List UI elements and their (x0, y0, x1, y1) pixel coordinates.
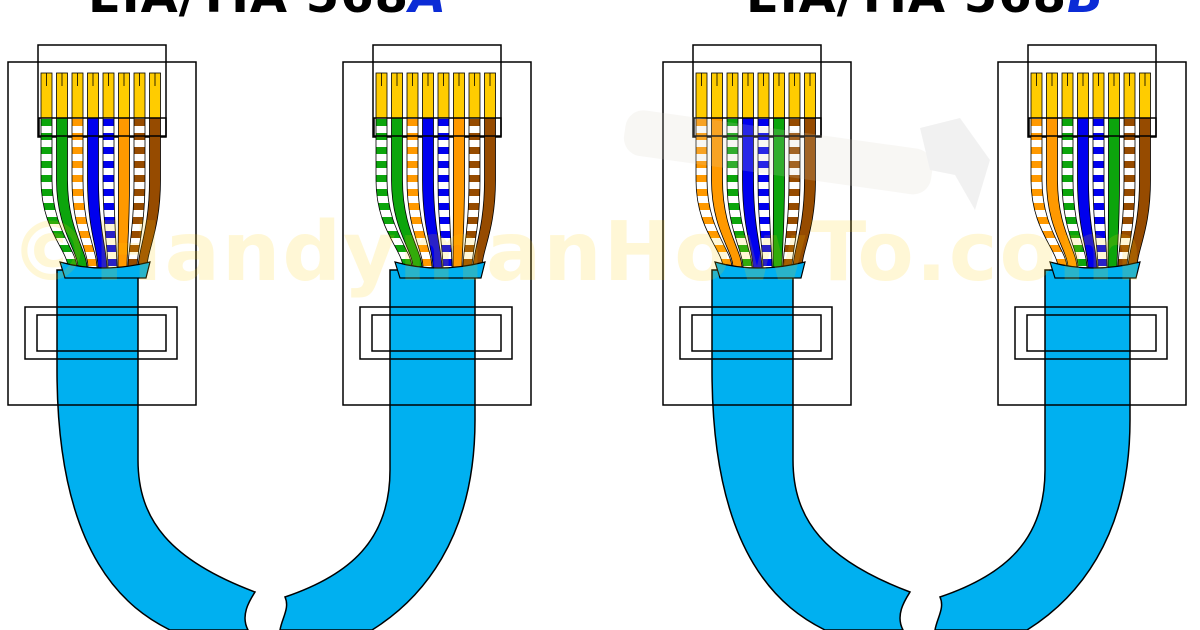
cable-right-a (279, 269, 476, 630)
title-t568a-prefix: EIA/TIA 568 (88, 0, 409, 24)
wire-6-orange (117, 117, 130, 269)
cable-left-b (711, 269, 912, 630)
plug-contact-housing (692, 44, 822, 138)
plug-body (7, 61, 197, 406)
crimp-bar (693, 117, 822, 137)
plug-contact-housing (1027, 44, 1157, 138)
plug-latch-inner (691, 314, 822, 352)
plug-latch-inner (36, 314, 167, 352)
title-t568b: EIA/TIA 568B (746, 0, 1105, 24)
title-t568a: EIA/TIA 568A (88, 0, 447, 24)
cable-jacket-cap (394, 261, 486, 279)
title-t568a-suffix: A (409, 0, 447, 24)
plug-latch-inner (1026, 314, 1157, 352)
plug-latch (1014, 306, 1168, 360)
rj45-connector-1 (7, 44, 197, 406)
wire-6-green (1107, 117, 1120, 269)
rj45-connector-4 (997, 44, 1187, 406)
hammer-watermark-icon (623, 110, 990, 210)
cable-jacket-cap (1049, 261, 1141, 279)
wire-5-white-blue (1092, 117, 1108, 269)
title-t568b-suffix: B (1067, 0, 1105, 24)
cable-left-a (56, 269, 257, 630)
cable-jacket-cap (714, 261, 806, 279)
plug-latch (679, 306, 833, 360)
plug-contact-housing (372, 44, 502, 138)
connectors (7, 44, 1187, 406)
wire-5-white-blue (102, 117, 118, 269)
cable-jacket-cap (59, 261, 151, 279)
wire-6-orange (452, 117, 465, 269)
plug-body (342, 61, 532, 406)
crimp-bar (1028, 117, 1157, 137)
plug-body (997, 61, 1187, 406)
plug-latch (359, 306, 513, 360)
wire-5-white-blue (437, 117, 453, 269)
cable-right-b (934, 269, 1131, 630)
rj45-connector-3 (662, 44, 852, 406)
cables (56, 269, 1131, 630)
plug-body (662, 61, 852, 406)
title-t568b-prefix: EIA/TIA 568 (746, 0, 1067, 24)
rj45-connector-2 (342, 44, 532, 406)
crimp-bar (373, 117, 502, 137)
plug-latch (24, 306, 178, 360)
plug-latch-inner (371, 314, 502, 352)
plug-contact-housing (37, 44, 167, 138)
crimp-bar (38, 117, 167, 137)
